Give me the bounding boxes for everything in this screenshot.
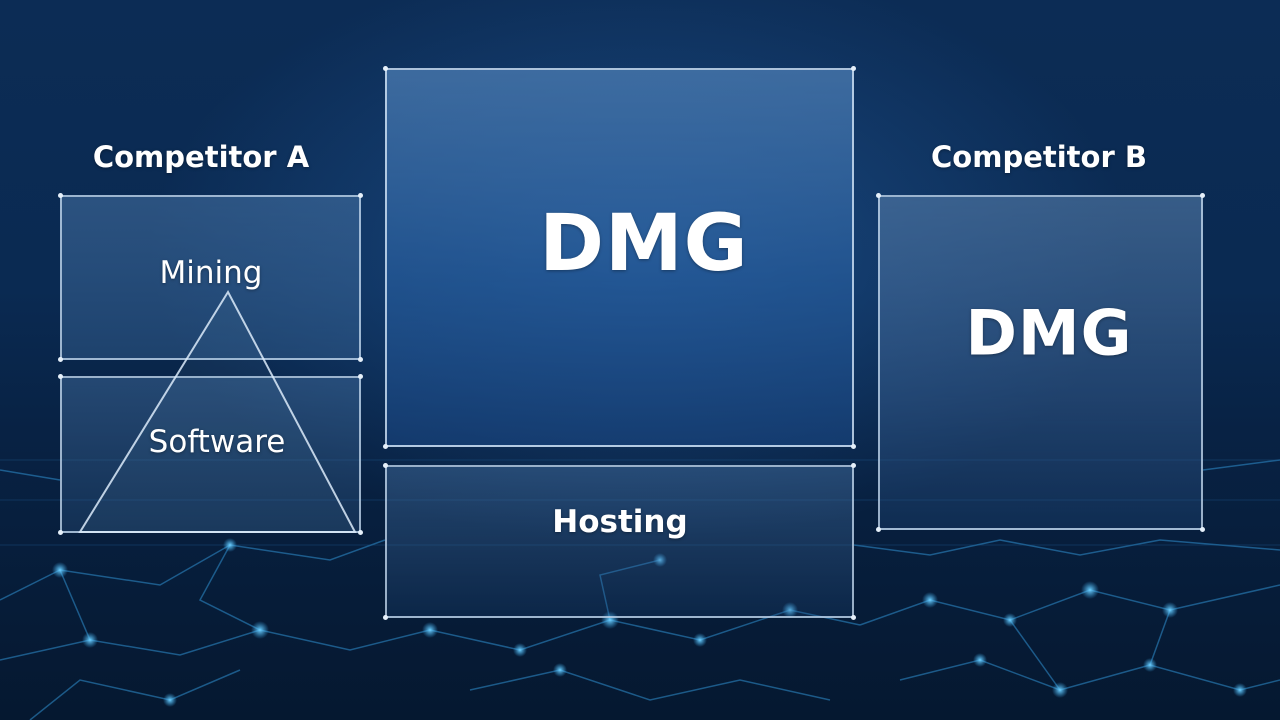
corner-dot bbox=[851, 66, 856, 71]
corner-dot bbox=[1200, 527, 1205, 532]
corner-dot bbox=[383, 463, 388, 468]
mining-label: Mining bbox=[159, 255, 263, 291]
corner-dot bbox=[851, 615, 856, 620]
hosting-panel bbox=[383, 463, 856, 620]
mining-panel bbox=[58, 193, 363, 362]
corner-dot bbox=[383, 66, 388, 71]
software-label: Software bbox=[148, 424, 286, 460]
software-panel bbox=[58, 374, 363, 535]
corner-dot bbox=[358, 193, 363, 198]
corner-dot bbox=[58, 193, 63, 198]
corner-dot bbox=[851, 444, 856, 449]
competitor-b-heading: Competitor B bbox=[931, 140, 1147, 174]
corner-dot bbox=[383, 615, 388, 620]
corner-dot bbox=[58, 530, 63, 535]
dmg-main-label: DMG bbox=[539, 199, 749, 289]
corner-dot bbox=[58, 357, 63, 362]
competitor-a-heading: Competitor A bbox=[92, 140, 310, 174]
dmg-main-panel bbox=[383, 66, 856, 449]
hosting-label: Hosting bbox=[552, 504, 688, 540]
pyramid-outline bbox=[78, 289, 357, 533]
competitor-b-panel bbox=[876, 193, 1205, 532]
corner-dot bbox=[358, 357, 363, 362]
corner-dot bbox=[358, 374, 363, 379]
corner-dot bbox=[876, 193, 881, 198]
corner-dot bbox=[876, 527, 881, 532]
corner-dot bbox=[58, 374, 63, 379]
corner-dot bbox=[383, 444, 388, 449]
competitor-b-dmg-label: DMG bbox=[965, 296, 1133, 370]
corner-dot bbox=[1200, 193, 1205, 198]
corner-dot bbox=[358, 530, 363, 535]
corner-dot bbox=[851, 463, 856, 468]
